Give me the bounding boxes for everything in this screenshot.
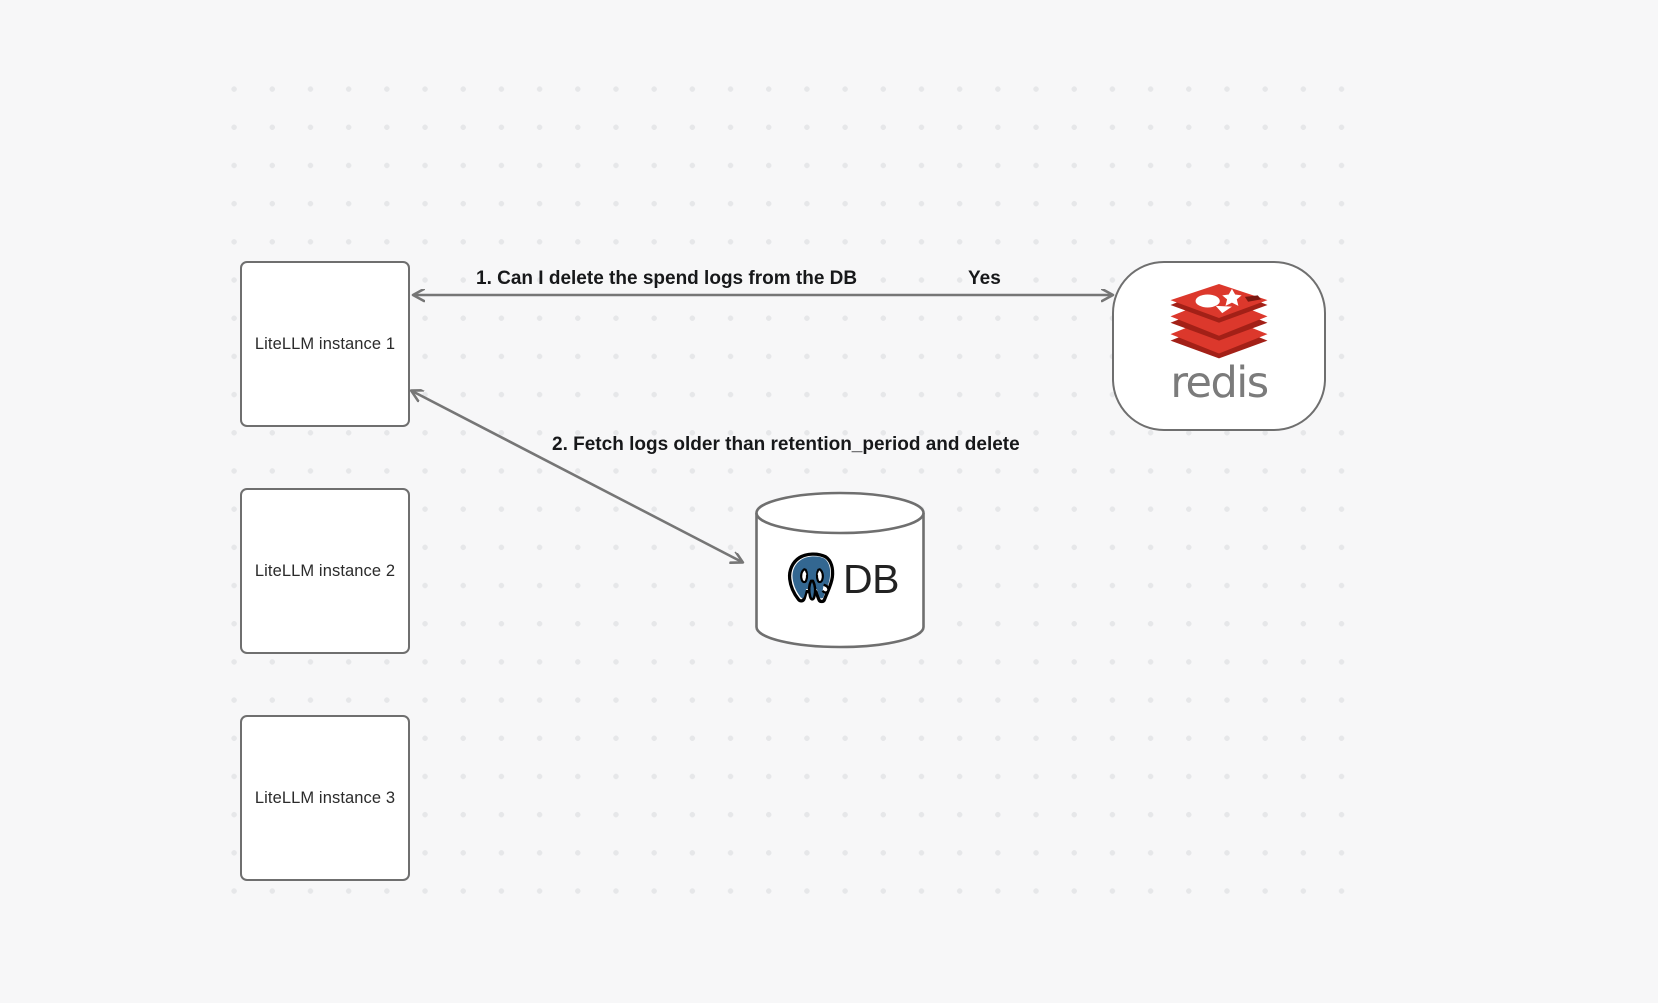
edge-label-2: 2. Fetch logs older than retention_perio… — [552, 434, 1020, 455]
node-label: LiteLLM instance 2 — [254, 561, 396, 580]
edge-label-1: 1. Can I delete the spend logs from the … — [476, 268, 858, 289]
redis-logo-wrap: redis — [1167, 283, 1271, 408]
db-contents: DB — [754, 500, 926, 658]
node-litellm-instance-2[interactable]: LiteLLM instance 2 — [240, 488, 410, 654]
cylinder-shape — [755, 491, 925, 649]
edge-label-1-reply: Yes — [968, 268, 1001, 289]
edge-instance1-db — [412, 391, 742, 562]
node-litellm-instance-1[interactable]: LiteLLM instance 1 — [240, 261, 410, 427]
db-label: DB — [843, 555, 899, 602]
node-database[interactable]: DB — [754, 491, 926, 649]
redis-wordmark: redis — [1170, 357, 1269, 408]
node-label: LiteLLM instance 3 — [254, 788, 396, 807]
node-redis[interactable]: redis — [1112, 261, 1326, 431]
postgresql-elephant-icon — [787, 552, 835, 604]
node-label: LiteLLM instance 1 — [254, 334, 396, 353]
node-litellm-instance-3[interactable]: LiteLLM instance 3 — [240, 715, 410, 881]
redis-logo-icon — [1170, 283, 1268, 358]
